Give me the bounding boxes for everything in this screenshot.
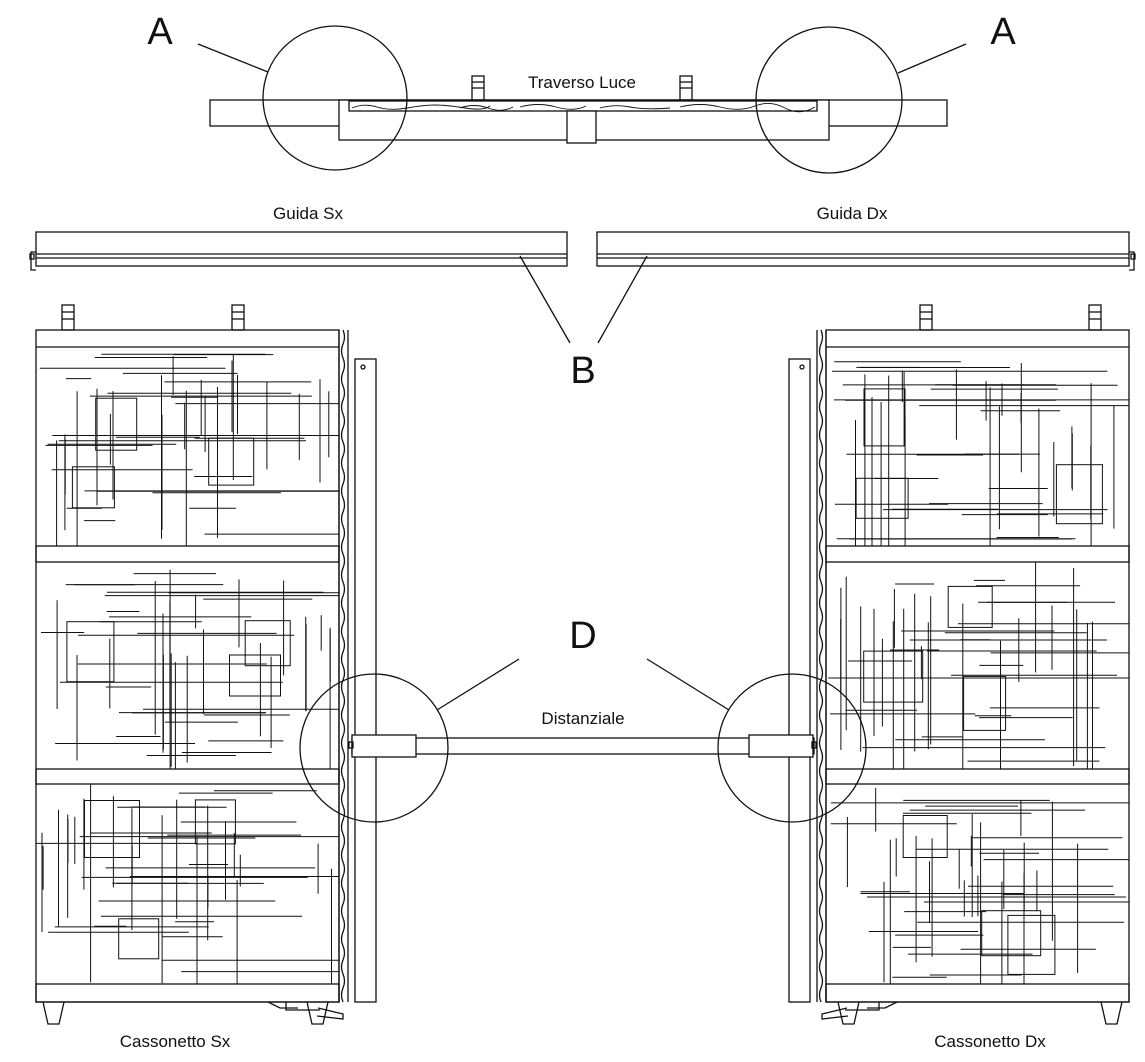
cassonetto-dx-panel-middle	[828, 562, 1129, 769]
label-cassonetto-dx: Cassonetto Dx	[934, 1032, 1046, 1051]
distanziale-spacer	[348, 734, 817, 758]
cassonetto-dx-unit	[788, 304, 1130, 1025]
leader-a-left	[197, 43, 269, 73]
traverso-luce-part	[209, 75, 948, 144]
detail-circle-d-right	[717, 673, 867, 823]
cassonetto-sx-unit	[35, 304, 377, 1025]
traverso-fill-texture	[351, 103, 816, 113]
cassonetto-dx-side-strip	[788, 358, 811, 1003]
traverso-drop-bracket	[566, 110, 597, 144]
label-cassonetto-sx: Cassonetto Sx	[120, 1032, 231, 1051]
leader-d-left	[436, 658, 520, 711]
cassonetto-sx-panel-top	[39, 353, 339, 546]
leader-b-right	[597, 255, 648, 344]
traverso-bracket-right	[679, 75, 693, 101]
label-guida-dx: Guida Dx	[817, 204, 888, 223]
label-distanziale: Distanziale	[541, 709, 624, 728]
cassonetto-sx-panel-middle	[41, 569, 339, 769]
cassonetto-dx-panel-bottom	[830, 787, 1129, 984]
guida-dx-rail	[596, 231, 1136, 271]
guida-sx-rail	[29, 231, 568, 271]
cassonetto-dx-crank	[821, 1001, 898, 1020]
cassonetto-dx-foot-left	[837, 1001, 860, 1025]
callout-a-left: A	[147, 11, 173, 53]
cassonetto-dx-foot-right	[1100, 1001, 1123, 1025]
cassonetto-sx-foot-left	[42, 1001, 65, 1025]
label-traverso-luce: Traverso Luce	[528, 73, 636, 92]
detail-circle-a-left	[262, 25, 408, 171]
cassonetto-dx-panel-top	[832, 361, 1129, 546]
leader-a-right	[897, 43, 967, 74]
callout-d: D	[569, 615, 596, 657]
leader-d-right	[646, 658, 730, 711]
label-guida-sx: Guida Sx	[273, 204, 343, 223]
cassonetto-sx-panel-bottom	[36, 784, 339, 984]
spacer-end-right	[748, 734, 814, 758]
detail-circle-a-right	[755, 26, 903, 174]
detail-circle-d-left	[299, 673, 449, 823]
spacer-end-left	[351, 734, 417, 758]
leader-b-left	[519, 255, 571, 344]
traverso-bracket-left	[471, 75, 485, 101]
callout-a-right: A	[990, 11, 1016, 53]
cassonetto-sx-crank	[267, 1001, 344, 1020]
callout-b: B	[570, 350, 595, 392]
cassonetto-sx-foot-right	[306, 1001, 329, 1025]
cassonetto-sx-side-strip	[354, 358, 377, 1003]
